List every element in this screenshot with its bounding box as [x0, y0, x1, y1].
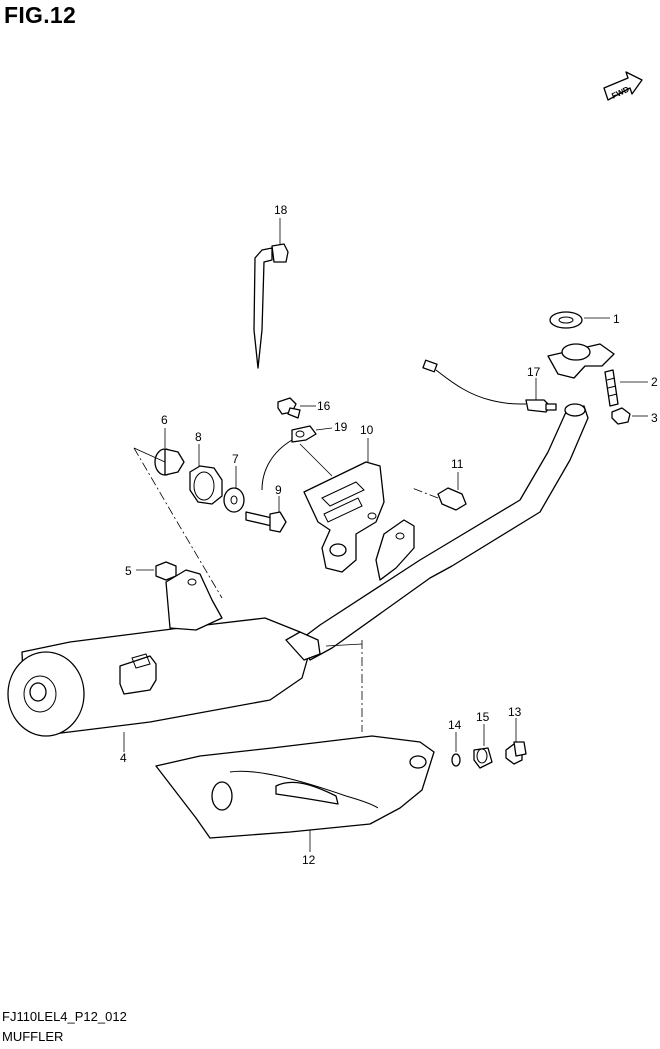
diagram-code: FJ110LEL4_P12_012	[2, 1009, 127, 1024]
assembly-guide-lines	[133, 447, 363, 732]
stud-bolt	[604, 369, 648, 407]
muffler-bracket	[303, 438, 385, 573]
callout-6: 6	[161, 413, 168, 427]
section-name: MUFFLER	[2, 1029, 64, 1044]
heat-shield	[155, 735, 435, 852]
hex-bolt	[411, 472, 467, 511]
oxygen-sensor	[422, 359, 557, 413]
callout-19: 19	[334, 420, 348, 434]
callout-5: 5	[125, 564, 132, 578]
collar	[154, 428, 185, 476]
muffler	[7, 569, 321, 752]
callout-14: 14	[448, 718, 462, 732]
long-bolt	[245, 496, 287, 533]
rubber-cushion	[473, 724, 493, 769]
flange-nut	[136, 561, 177, 581]
callout-8: 8	[195, 430, 202, 444]
callout-17: 17	[527, 365, 541, 379]
cable-tie	[253, 218, 289, 369]
fwd-arrow-icon: FWD	[603, 71, 643, 101]
callout-9: 9	[275, 483, 282, 497]
callout-10: 10	[360, 423, 374, 437]
figure-title: FIG.12	[4, 2, 77, 28]
pipe-hanger	[375, 519, 415, 581]
rubber-grommet	[189, 444, 223, 505]
callout-11: 11	[451, 457, 464, 471]
exhaust-pipe	[299, 343, 615, 661]
callout-1: 1	[613, 312, 620, 326]
grommet-small	[451, 732, 461, 767]
callout-2: 2	[651, 375, 658, 389]
callout-16: 16	[317, 399, 331, 413]
callout-3: 3	[651, 411, 658, 425]
callout-4: 4	[120, 751, 127, 765]
shield-bolt	[505, 718, 527, 765]
callout-7: 7	[232, 452, 239, 466]
callout-15: 15	[476, 710, 490, 724]
gasket	[549, 311, 610, 329]
nut	[611, 407, 648, 425]
callout-13: 13	[508, 705, 522, 719]
washer	[223, 466, 245, 513]
callout-18: 18	[274, 203, 288, 217]
small-screw	[277, 397, 316, 419]
wire-clamp	[261, 425, 333, 491]
callout-12: 12	[302, 853, 316, 867]
